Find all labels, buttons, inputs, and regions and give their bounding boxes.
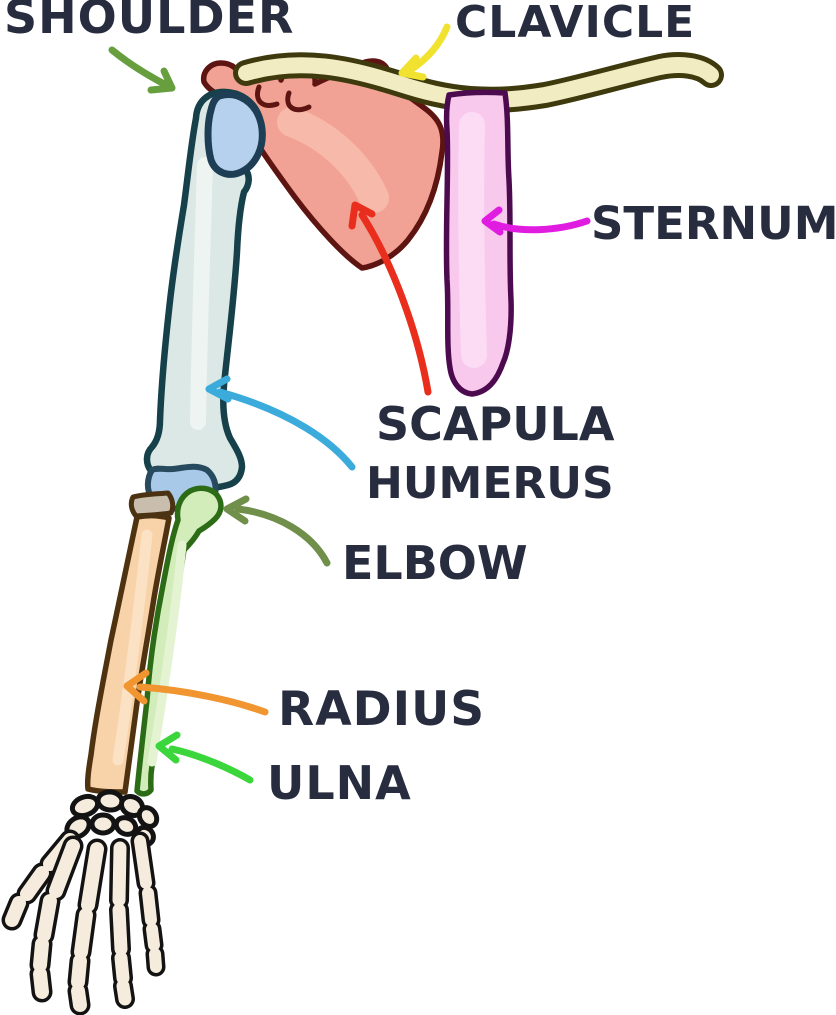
scapula-notch-lines [255,84,312,113]
humerus-label: HUMERUS [366,458,614,509]
pinky-finger-bones [130,831,166,977]
sternum-label: STERNUM [591,197,836,250]
scapula-arrow [348,201,432,396]
ring-finger-bones [109,838,135,1009]
radius-label: RADIUS [278,682,486,737]
elbow-label: ELBOW [342,536,528,590]
hand-bones [1,789,166,1015]
middle-finger-bones [67,838,108,1015]
index-finger-bones [29,835,84,1003]
sternum-arrow [481,206,591,236]
carpal [95,789,125,813]
ulna-highlight [147,540,187,767]
scapula-label: SCAPULA [376,397,615,451]
radius-arrow [123,669,269,716]
clavicle-label: CLAVICLE [455,0,696,48]
sternum-highlight [458,112,487,368]
radius-head-cap [128,490,176,519]
clavicle-arrow [398,23,451,81]
carpal [136,805,160,829]
humerus-arrow [205,375,356,471]
humerus-head-cap [204,91,266,178]
ulna-arrow [155,731,254,784]
radius-bone [84,512,172,795]
radius-head [128,490,176,519]
humerus-head [204,91,266,178]
radius-highlight [112,529,153,766]
humerus-highlight [190,157,213,430]
carpal [113,815,139,837]
ulna-label: ULNA [267,756,412,810]
scapula-highlight [277,107,389,213]
shoulder-arrow [108,46,176,94]
shoulder-label: SHOULDER [4,0,295,44]
sternum-bone [443,89,514,397]
carpal-bones [64,789,160,848]
carpal [89,812,117,836]
elbow-arrow [223,495,331,567]
